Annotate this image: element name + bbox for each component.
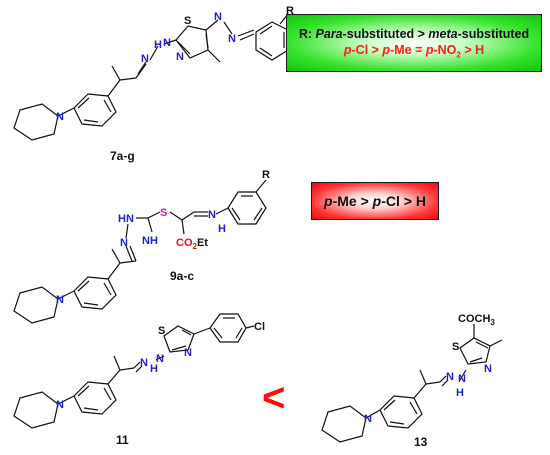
atom-n-imine-9: N: [120, 237, 128, 249]
atom-n-piperidine-9: N: [56, 294, 64, 306]
structure-7: [13, 13, 289, 141]
atom-n-hydrazone-11: N: [156, 353, 164, 365]
atom-h-13: H: [456, 387, 464, 399]
atom-n-hydrazone-13: N: [458, 373, 466, 385]
atom-h-9: H: [218, 223, 226, 235]
sar-box-red: p-Me > p-Cl > H: [311, 182, 439, 220]
atom-n-imine-7: N: [141, 53, 149, 65]
atom-n-thiazole-11: N: [184, 347, 192, 359]
atom-s-9: S: [160, 207, 167, 219]
sar-box-green-line2: p-Cl > p-Me = p-NO2 > H: [343, 43, 485, 60]
atom-hn-9: HN: [118, 213, 134, 225]
atom-cl-11: Cl: [254, 321, 265, 333]
atom-s-13: S: [452, 341, 459, 353]
atom-n-thiazole-7: N: [176, 51, 184, 63]
substituent-r-7: R: [286, 5, 294, 17]
structure-13: [321, 324, 503, 443]
less-than-symbol: <: [262, 376, 286, 420]
compound-label-7: 7a-g: [110, 149, 135, 163]
atom-h-11: H: [150, 363, 158, 375]
atom-n-hydrazone-9: N: [208, 209, 216, 221]
atom-n-imine-11: N: [140, 357, 148, 369]
structure-9: [13, 179, 267, 324]
atom-n-piperidine-13: N: [364, 413, 372, 425]
atom-s-thiazole-7: S: [184, 15, 191, 27]
atom-n-thiazole-13: N: [484, 363, 492, 375]
compound-label-11: 11: [116, 433, 129, 447]
ester-group-9: CO2Et: [176, 237, 208, 251]
structure-11: [13, 313, 255, 429]
atom-nh-imine-9: NH: [142, 235, 158, 247]
atom-n-azo1-7: N: [214, 11, 222, 23]
atom-n-azo2-7: N: [228, 33, 236, 45]
compound-label-13: 13: [414, 435, 428, 449]
atom-n-piperidine-7: N: [56, 111, 64, 123]
atom-n-piperidine-11: N: [56, 399, 64, 411]
substituent-r-9: R: [262, 169, 270, 181]
acyl-group-13: COCH3: [458, 313, 495, 327]
atom-s-11: S: [158, 325, 165, 337]
sar-box-green: R: Para-substituted > meta-substituted p…: [286, 14, 542, 72]
sar-box-red-line1: p-Me > p-Cl > H: [324, 193, 426, 209]
compound-label-9: 9a-c: [170, 269, 194, 283]
atom-n-hydrazone-7: N: [163, 37, 171, 49]
atom-n-imine-13: N: [446, 371, 454, 383]
sar-box-green-line1: R: Para-substituted > meta-substituted: [298, 27, 530, 41]
atom-nh-7: H: [154, 39, 162, 51]
